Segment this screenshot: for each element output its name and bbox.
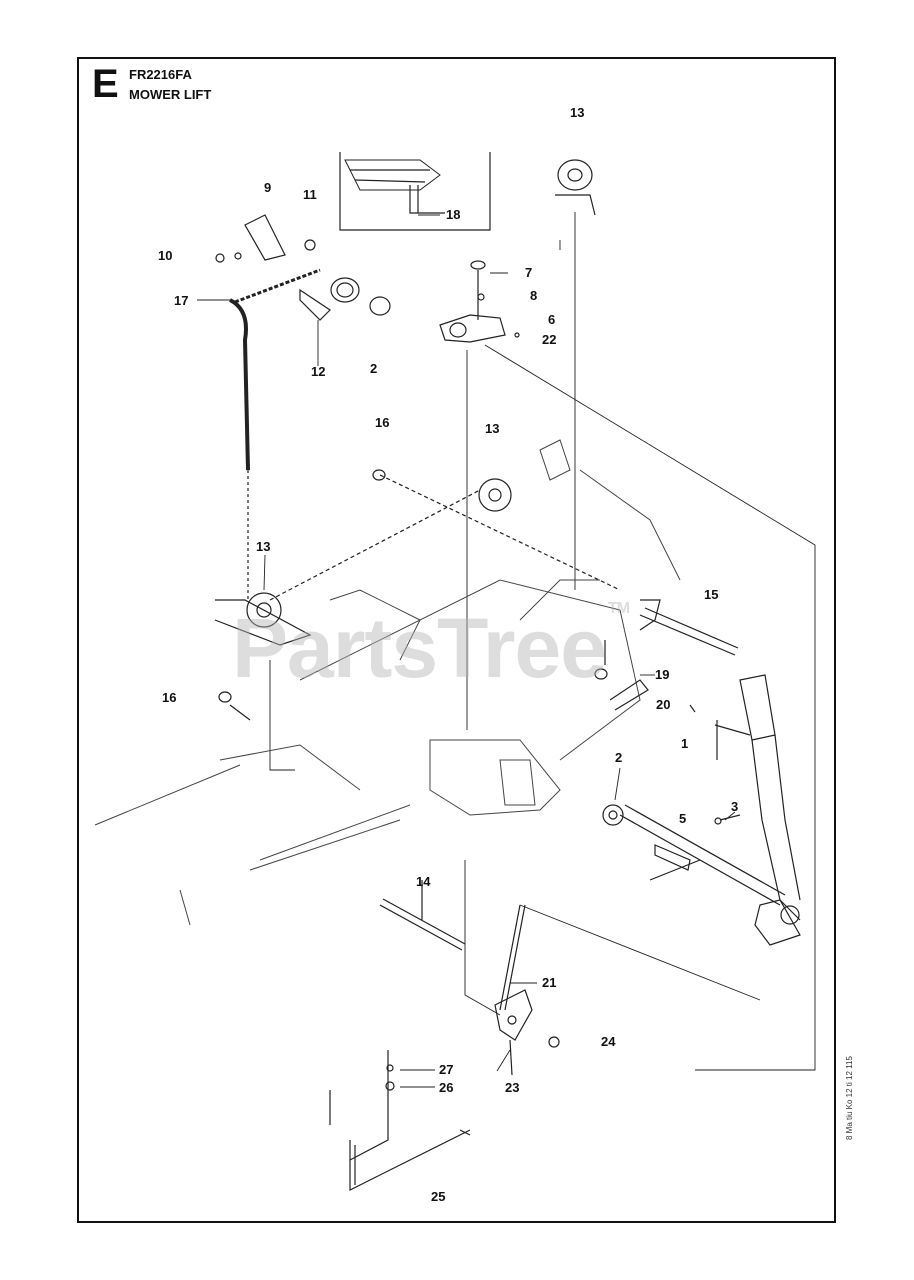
callout-23: 23	[505, 1080, 520, 1095]
callout-26: 26	[439, 1080, 454, 1095]
callout-25: 25	[431, 1189, 446, 1204]
callout-14: 14	[416, 874, 431, 889]
pulleys	[214, 159, 596, 646]
callout-2: 2	[370, 361, 378, 376]
callout-22: 22	[542, 332, 557, 347]
callout-20: 20	[656, 697, 671, 712]
cross-shaft	[602, 804, 786, 906]
callout-16-left: 16	[162, 690, 177, 705]
callout-5: 5	[679, 811, 687, 826]
callout-11: 11	[303, 187, 317, 202]
callout-27: 27	[439, 1062, 454, 1077]
callout-2-right: 2	[615, 750, 623, 765]
callout-9: 9	[264, 180, 272, 195]
callout-7: 7	[525, 265, 533, 280]
callout-6: 6	[548, 312, 556, 327]
diagram-frame	[77, 57, 836, 1223]
section-title: MOWER LIFT	[129, 87, 212, 102]
model-code: FR2216FA	[129, 67, 192, 82]
leader-lines	[269, 212, 816, 1071]
callout-8: 8	[530, 288, 538, 303]
callout-3: 3	[731, 799, 739, 814]
callout-17: 17	[174, 293, 189, 308]
callout-18: 18	[446, 207, 461, 222]
callout-1: 1	[681, 736, 689, 751]
rod-25	[329, 1050, 471, 1191]
bracket	[439, 260, 520, 343]
rod-14	[379, 880, 466, 951]
callout-13: 13	[570, 105, 585, 120]
callout-15: 15	[704, 587, 719, 602]
callout-24: 24	[601, 1034, 616, 1049]
shaft-15	[639, 599, 739, 656]
lift-link	[494, 904, 560, 1076]
spring-assembly	[215, 214, 391, 321]
detail-inset	[339, 152, 491, 231]
callout-leaders	[197, 214, 736, 1088]
callout-16: 16	[375, 415, 390, 430]
callout-13-mid: 13	[485, 421, 500, 436]
section-letter: E	[92, 62, 119, 106]
lift-cable	[228, 268, 321, 600]
clevis-pin	[594, 640, 696, 713]
callout-12: 12	[311, 364, 326, 379]
callout-21: 21	[542, 975, 557, 990]
callout-19: 19	[655, 667, 670, 682]
cable-route	[269, 474, 621, 601]
callout-10: 10	[158, 248, 173, 263]
mower-frame	[94, 439, 681, 926]
hardware-16	[218, 469, 386, 721]
callout-13-left: 13	[256, 539, 271, 554]
lift-handle	[714, 674, 801, 946]
